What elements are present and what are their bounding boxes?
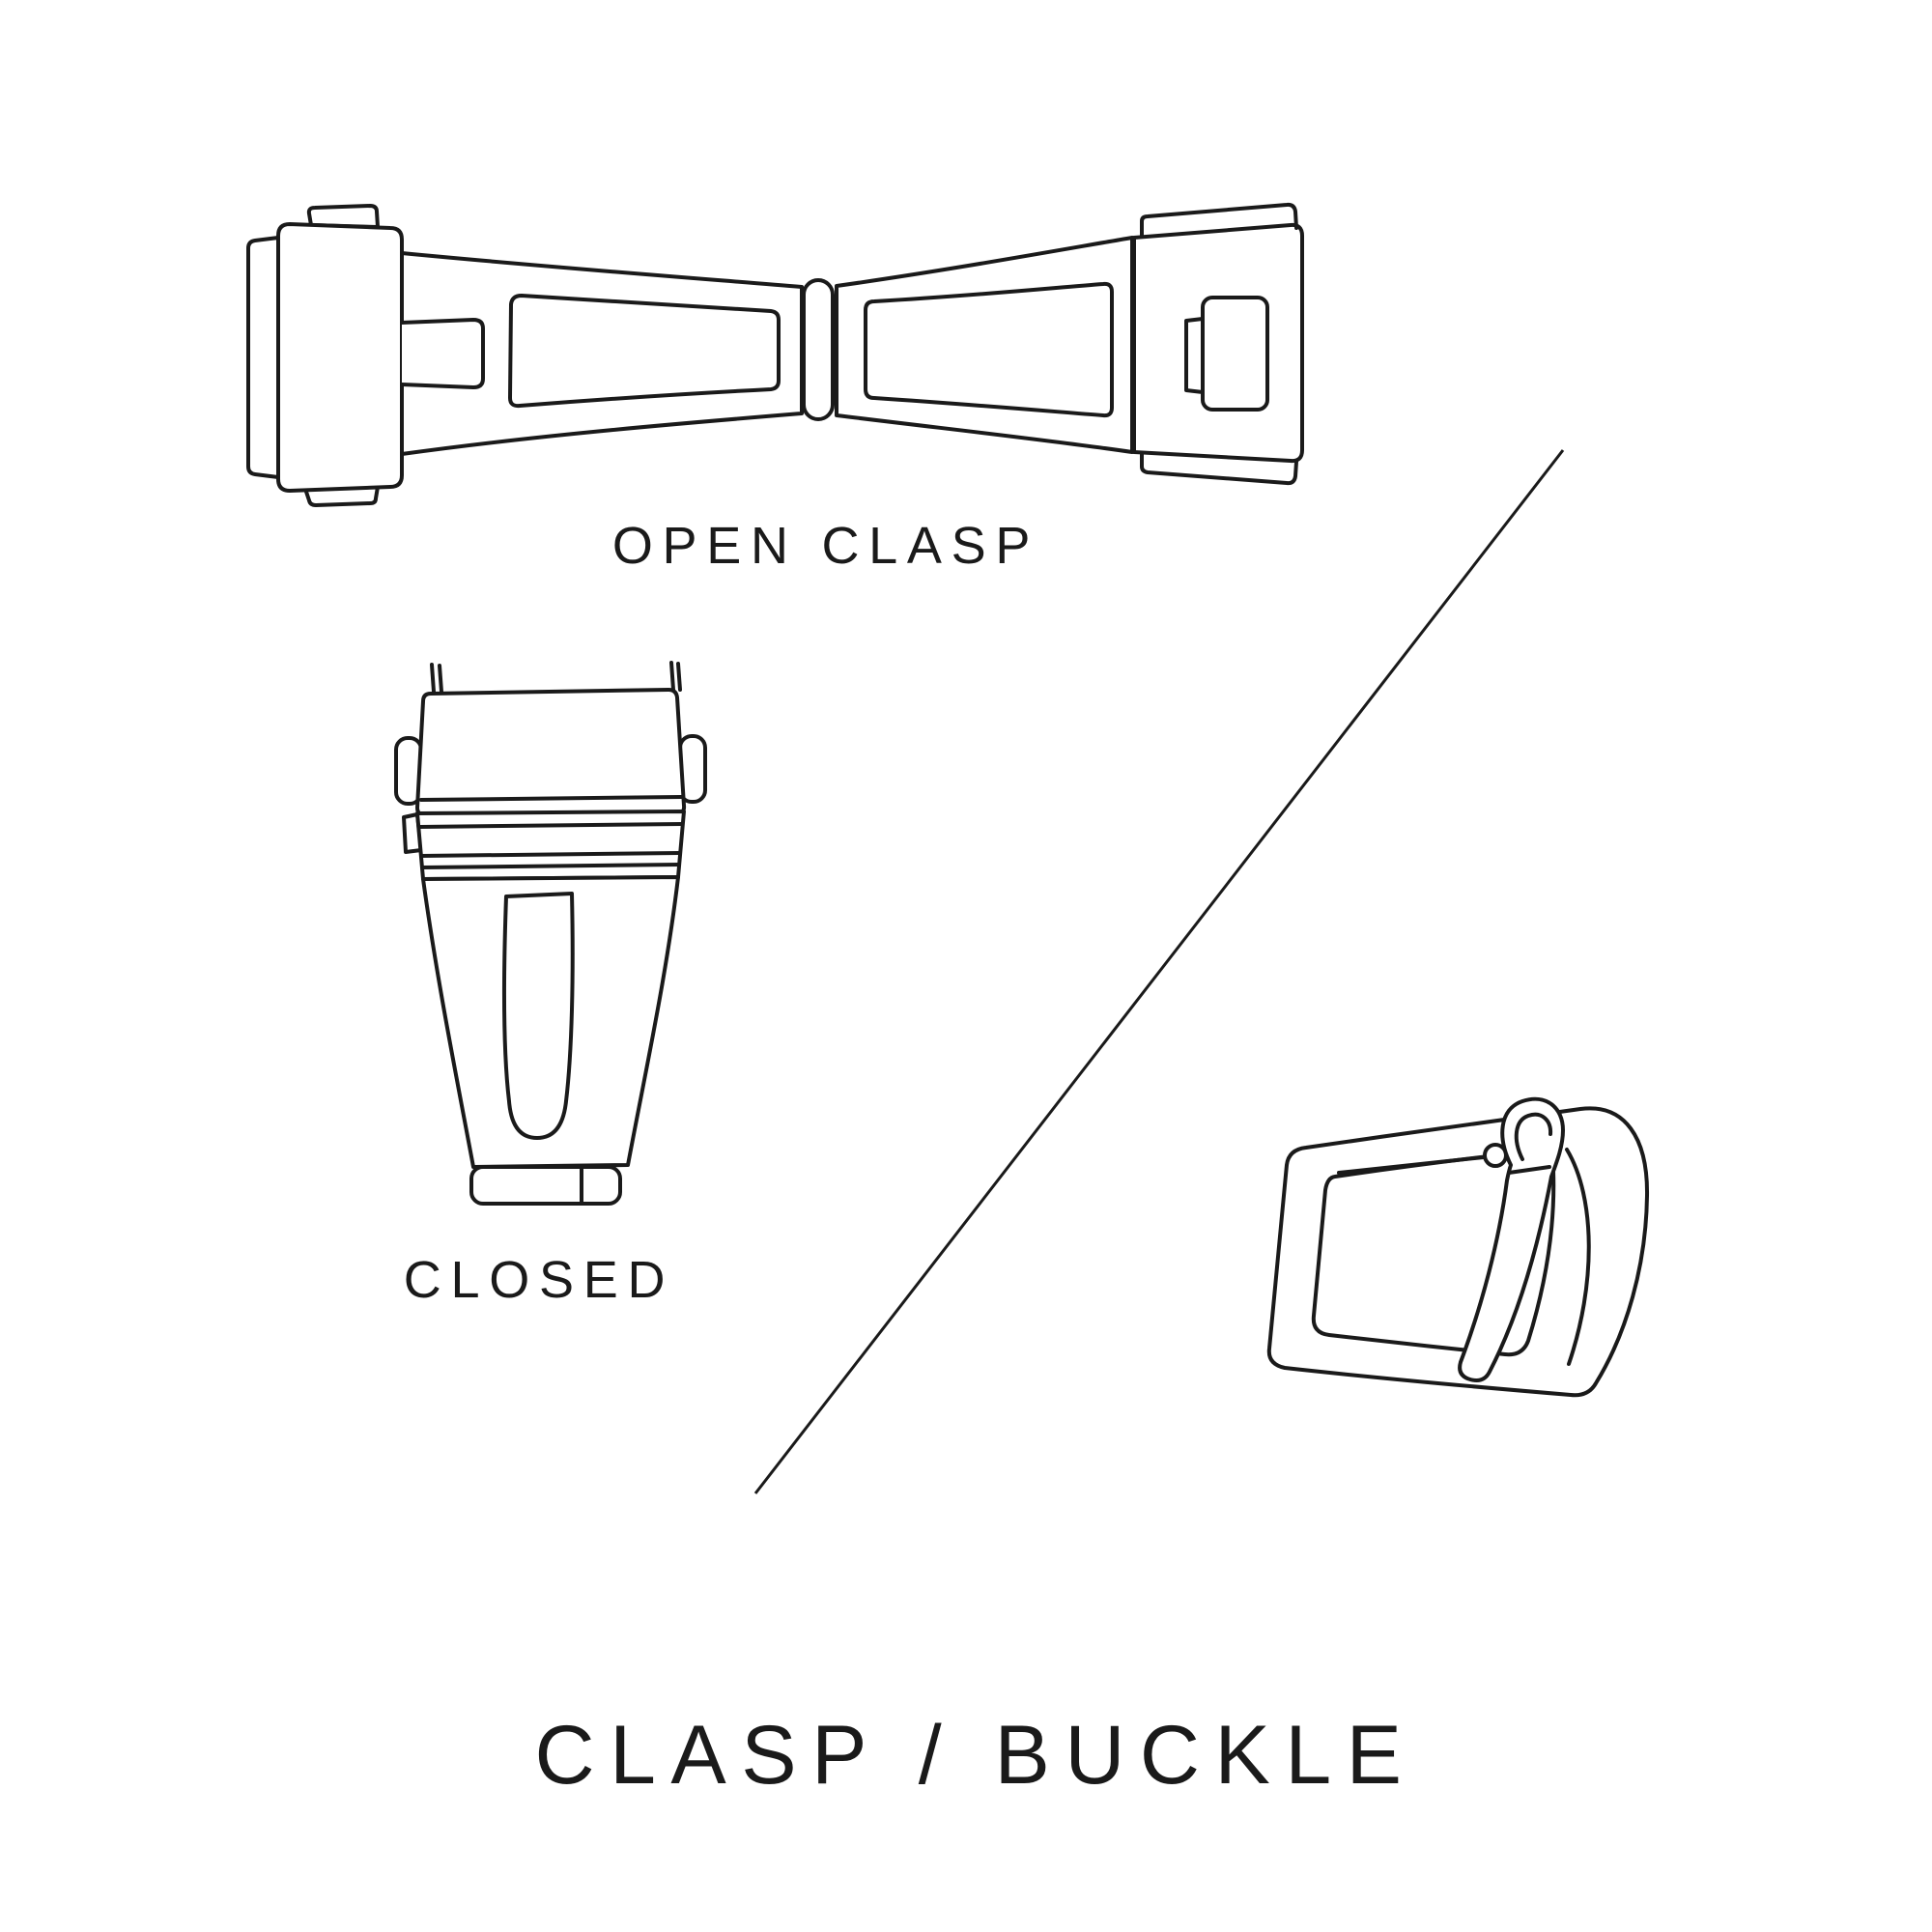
buckle-tongue-fold-line bbox=[1507, 1165, 1551, 1175]
open-clasp-cover-top-tab bbox=[306, 204, 380, 229]
open-clasp-right-plate-bottom-lip bbox=[1140, 451, 1298, 486]
open-clasp-right-plate-slot bbox=[1201, 296, 1269, 412]
closed-clasp-body bbox=[421, 875, 680, 1169]
closed-clasp-right-prong bbox=[669, 661, 682, 692]
open-clasp-left-strip bbox=[246, 236, 280, 479]
divider-line bbox=[753, 449, 1565, 1494]
open-clasp-left-blade bbox=[400, 251, 804, 456]
open-clasp-left-blade-inner-outline bbox=[508, 294, 781, 409]
open-clasp-right-plate-bracket bbox=[1184, 317, 1205, 394]
open-clasp-hinge bbox=[802, 278, 835, 421]
closed-clasp-slot bbox=[502, 892, 575, 1140]
open-clasp-illustration bbox=[246, 202, 1304, 507]
open-clasp-label: OPEN CLASP bbox=[611, 517, 1040, 575]
open-clasp-right-blade bbox=[835, 236, 1134, 454]
closed-clasp-band-lines bbox=[417, 822, 684, 869]
closed-clasp-illustration bbox=[394, 661, 707, 1206]
open-clasp-right-plate-top-lip bbox=[1140, 202, 1298, 239]
open-clasp-cover-bottom-tab bbox=[303, 485, 380, 507]
closed-clasp-lid-line bbox=[419, 795, 684, 802]
buckle-band-contour bbox=[1565, 1148, 1591, 1366]
buckle-tongue-loop-line bbox=[1514, 1112, 1553, 1161]
open-clasp-catch bbox=[400, 318, 485, 389]
closed-clasp-label: CLOSED bbox=[403, 1251, 675, 1309]
diagram-title: CLASP / BUCKLE bbox=[534, 1709, 1417, 1802]
open-clasp-cover bbox=[276, 222, 404, 493]
closed-clasp-bottom-bar bbox=[469, 1165, 622, 1206]
open-clasp-right-blade-inner-outline bbox=[864, 281, 1114, 418]
buckle-illustration bbox=[1266, 1096, 1650, 1398]
closed-clasp-left-prong bbox=[430, 663, 443, 694]
